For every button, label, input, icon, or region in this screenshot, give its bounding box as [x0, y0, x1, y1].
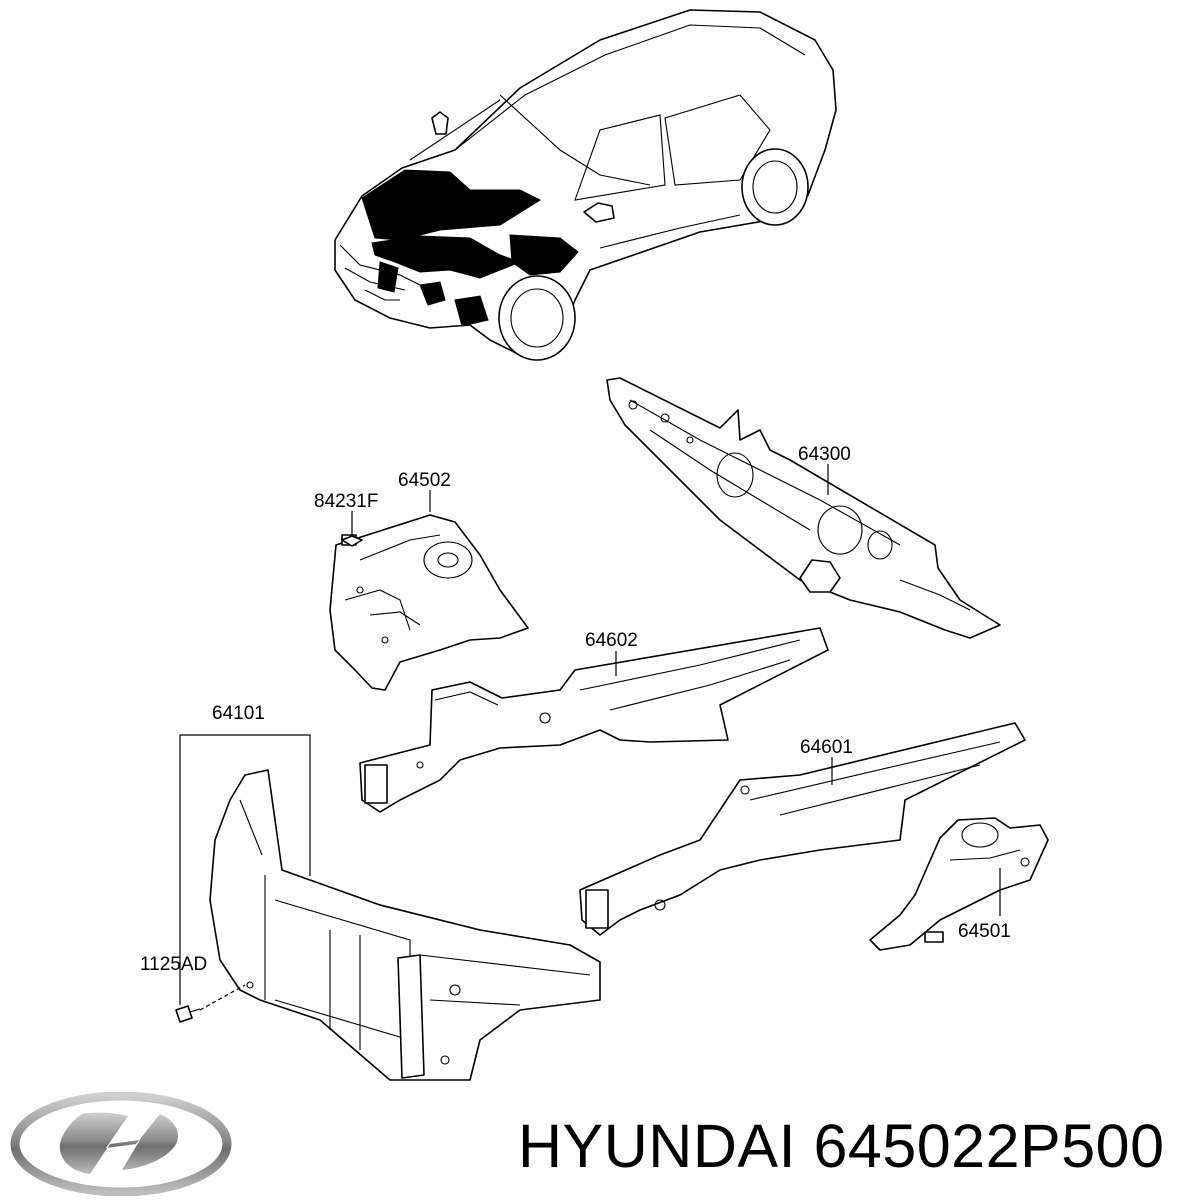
- car-illustration: [334, 9, 837, 361]
- callout-84231f: 84231F: [314, 491, 378, 512]
- callout-1125ad: 1125AD: [140, 954, 207, 975]
- callout-64101: 64101: [212, 703, 265, 724]
- bolt-1125ad: [175, 1005, 201, 1023]
- side-member-64602: [359, 627, 829, 813]
- callout-64601: 64601: [800, 737, 853, 758]
- callout-64502: 64502: [398, 470, 451, 491]
- radiator-support-64101: [209, 769, 601, 1081]
- brand-name: HYUNDAI: [518, 1112, 797, 1180]
- callout-64602: 64602: [585, 630, 638, 651]
- callout-labels: 64300 64502 84231F 64602 64101 64601 112…: [140, 444, 1011, 975]
- callout-64300: 64300: [798, 444, 851, 465]
- hyundai-logo-icon: [10, 1092, 232, 1196]
- nut-84231f: [341, 535, 363, 547]
- side-member-64601: [579, 722, 1026, 936]
- part-number: 645022P500: [813, 1112, 1165, 1180]
- apron-64501: [869, 817, 1049, 951]
- footer-caption: HYUNDAI 645022P500: [518, 1106, 1198, 1186]
- leader-lines: [179, 464, 1001, 1011]
- callout-64501: 64501: [958, 921, 1011, 942]
- dash-panel-64300: [606, 377, 1001, 639]
